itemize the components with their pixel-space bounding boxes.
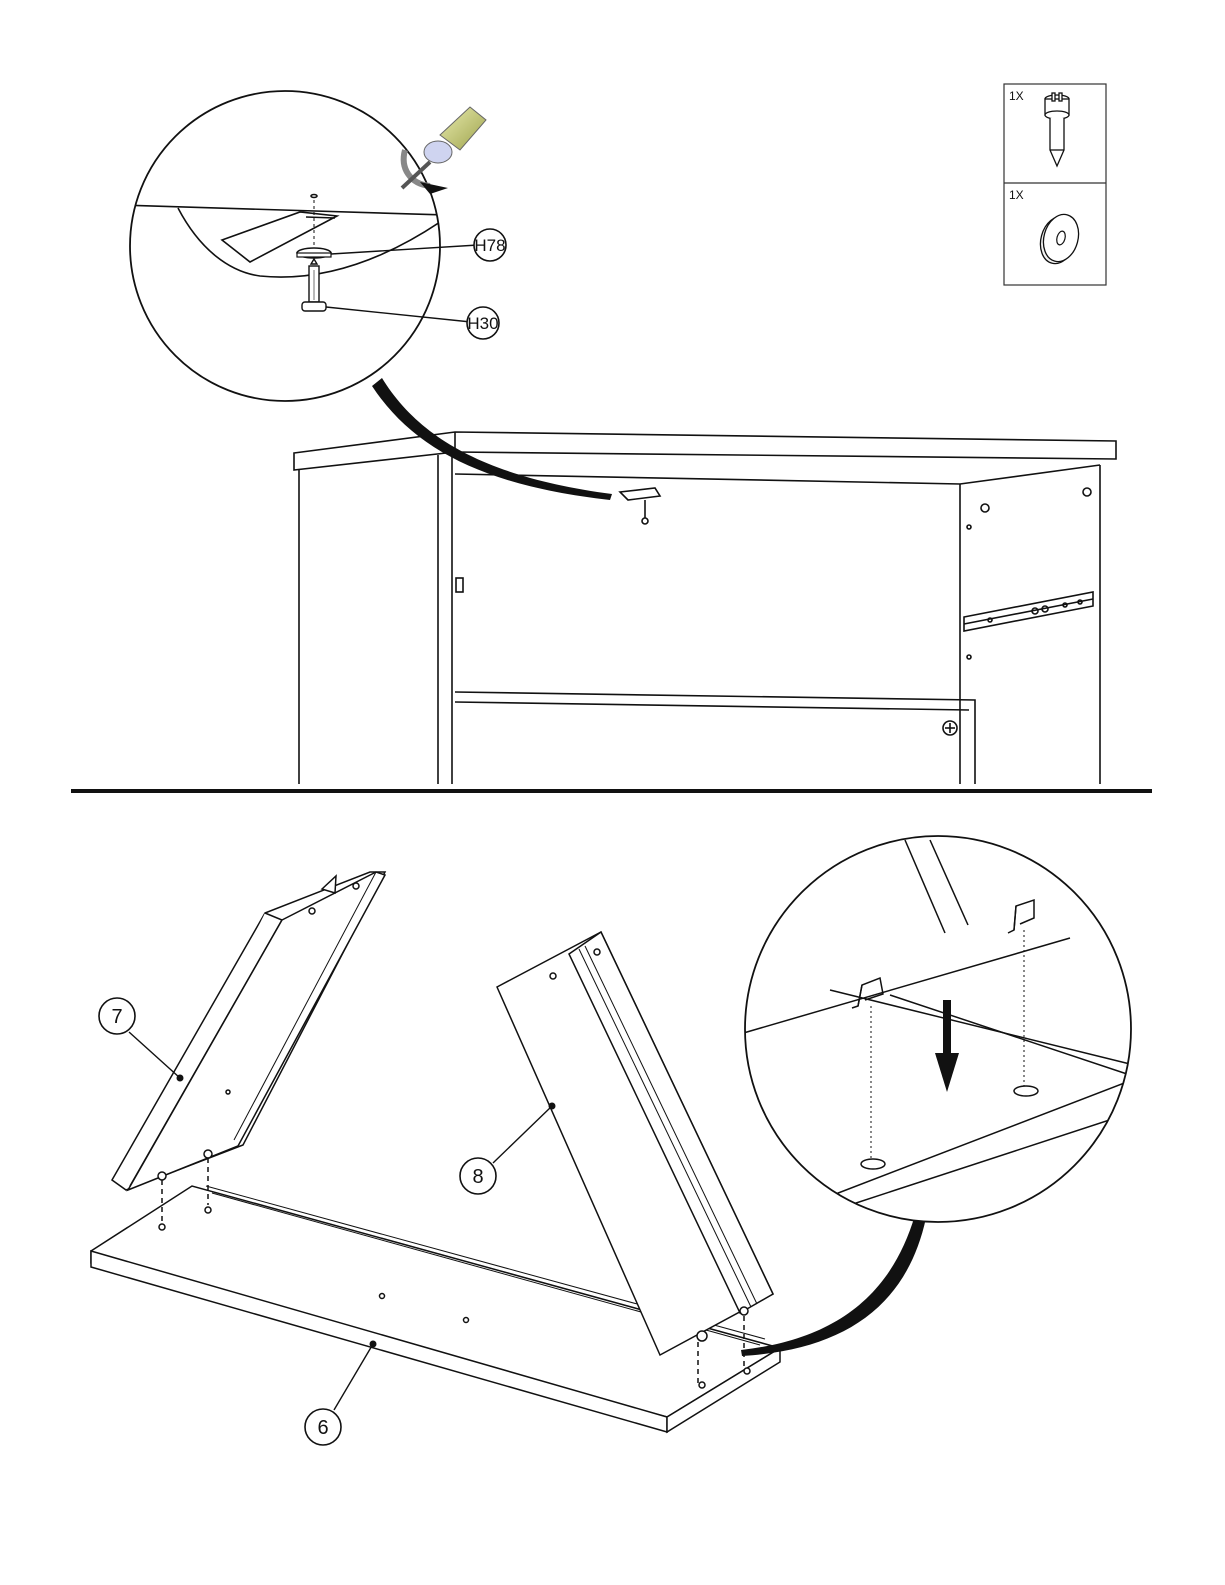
callout-6-label: 6 <box>317 1417 328 1439</box>
parts-qty-washer: 1X <box>1009 188 1024 202</box>
detail-circle-top <box>120 91 478 401</box>
side-panel-left <box>112 872 385 1190</box>
cabinet <box>294 432 1116 784</box>
screwdriver-icon <box>402 107 486 194</box>
parts-qty-screw: 1X <box>1009 89 1024 103</box>
callout-7-label: 7 <box>111 1006 122 1028</box>
detail-circle-bottom <box>740 836 1140 1222</box>
callout-8-label: 8 <box>472 1166 483 1188</box>
parts-box: 1X 1X <box>1004 84 1106 285</box>
callout-h78-label: H78 <box>474 236 505 255</box>
callout-h30-label: H30 <box>467 314 498 333</box>
